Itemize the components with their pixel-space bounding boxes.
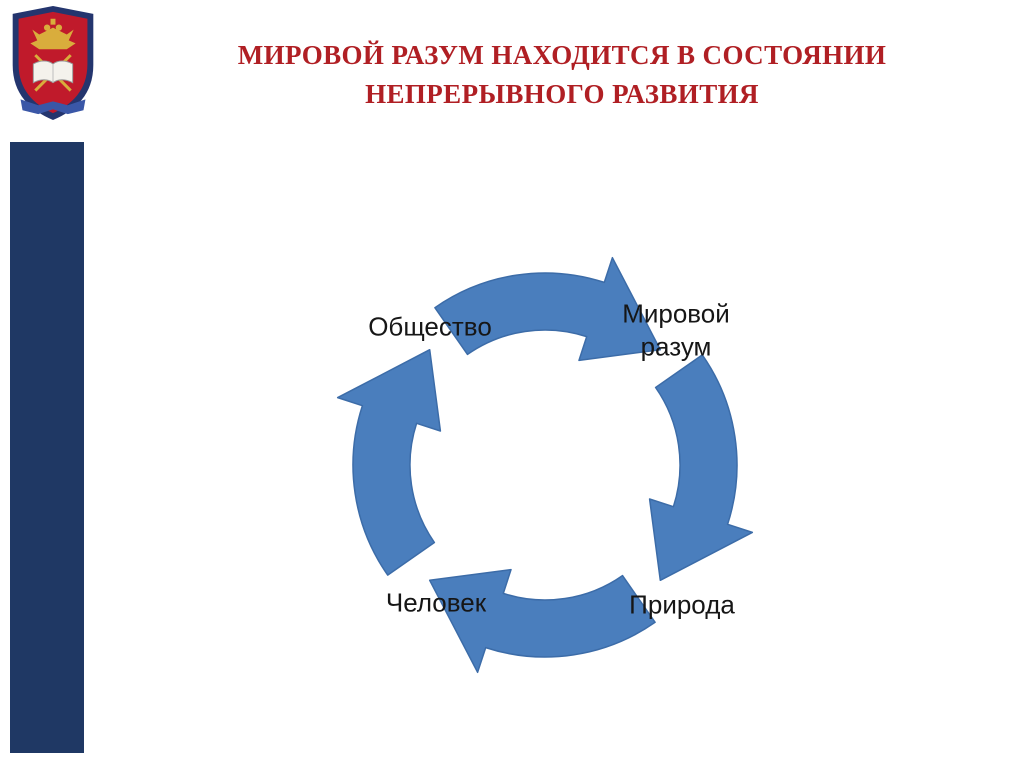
slide-title: МИРОВОЙ РАЗУМ НАХОДИТСЯ В СОСТОЯНИИ НЕПР… [130, 36, 994, 114]
diagram-label-world-mind: Мировой разум [622, 298, 730, 362]
mvd-emblem-graphic [12, 5, 94, 121]
ribbon-icon [20, 99, 86, 115]
cycle-arrow-bottom [428, 568, 656, 674]
cycle-arrow-left [336, 348, 442, 576]
left-accent-bar [10, 142, 84, 753]
cycle-arrow-right [648, 354, 754, 582]
slide-title-line-2: НЕПРЕРЫВНОГО РАЗВИТИЯ [365, 79, 759, 109]
double-eagle-icon [30, 18, 76, 50]
cycle-arrows-graphic [336, 256, 754, 674]
shield-icon [18, 11, 88, 114]
mvd-emblem [8, 4, 98, 122]
slide-title-line-1: МИРОВОЙ РАЗУМ НАХОДИТСЯ В СОСТОЯНИИ [237, 40, 887, 70]
diagram-label-society: Общество [368, 311, 492, 342]
diagram-label-human: Человек [385, 587, 487, 618]
diagram-label-nature: Природа [629, 589, 735, 620]
open-book-icon [32, 60, 74, 84]
